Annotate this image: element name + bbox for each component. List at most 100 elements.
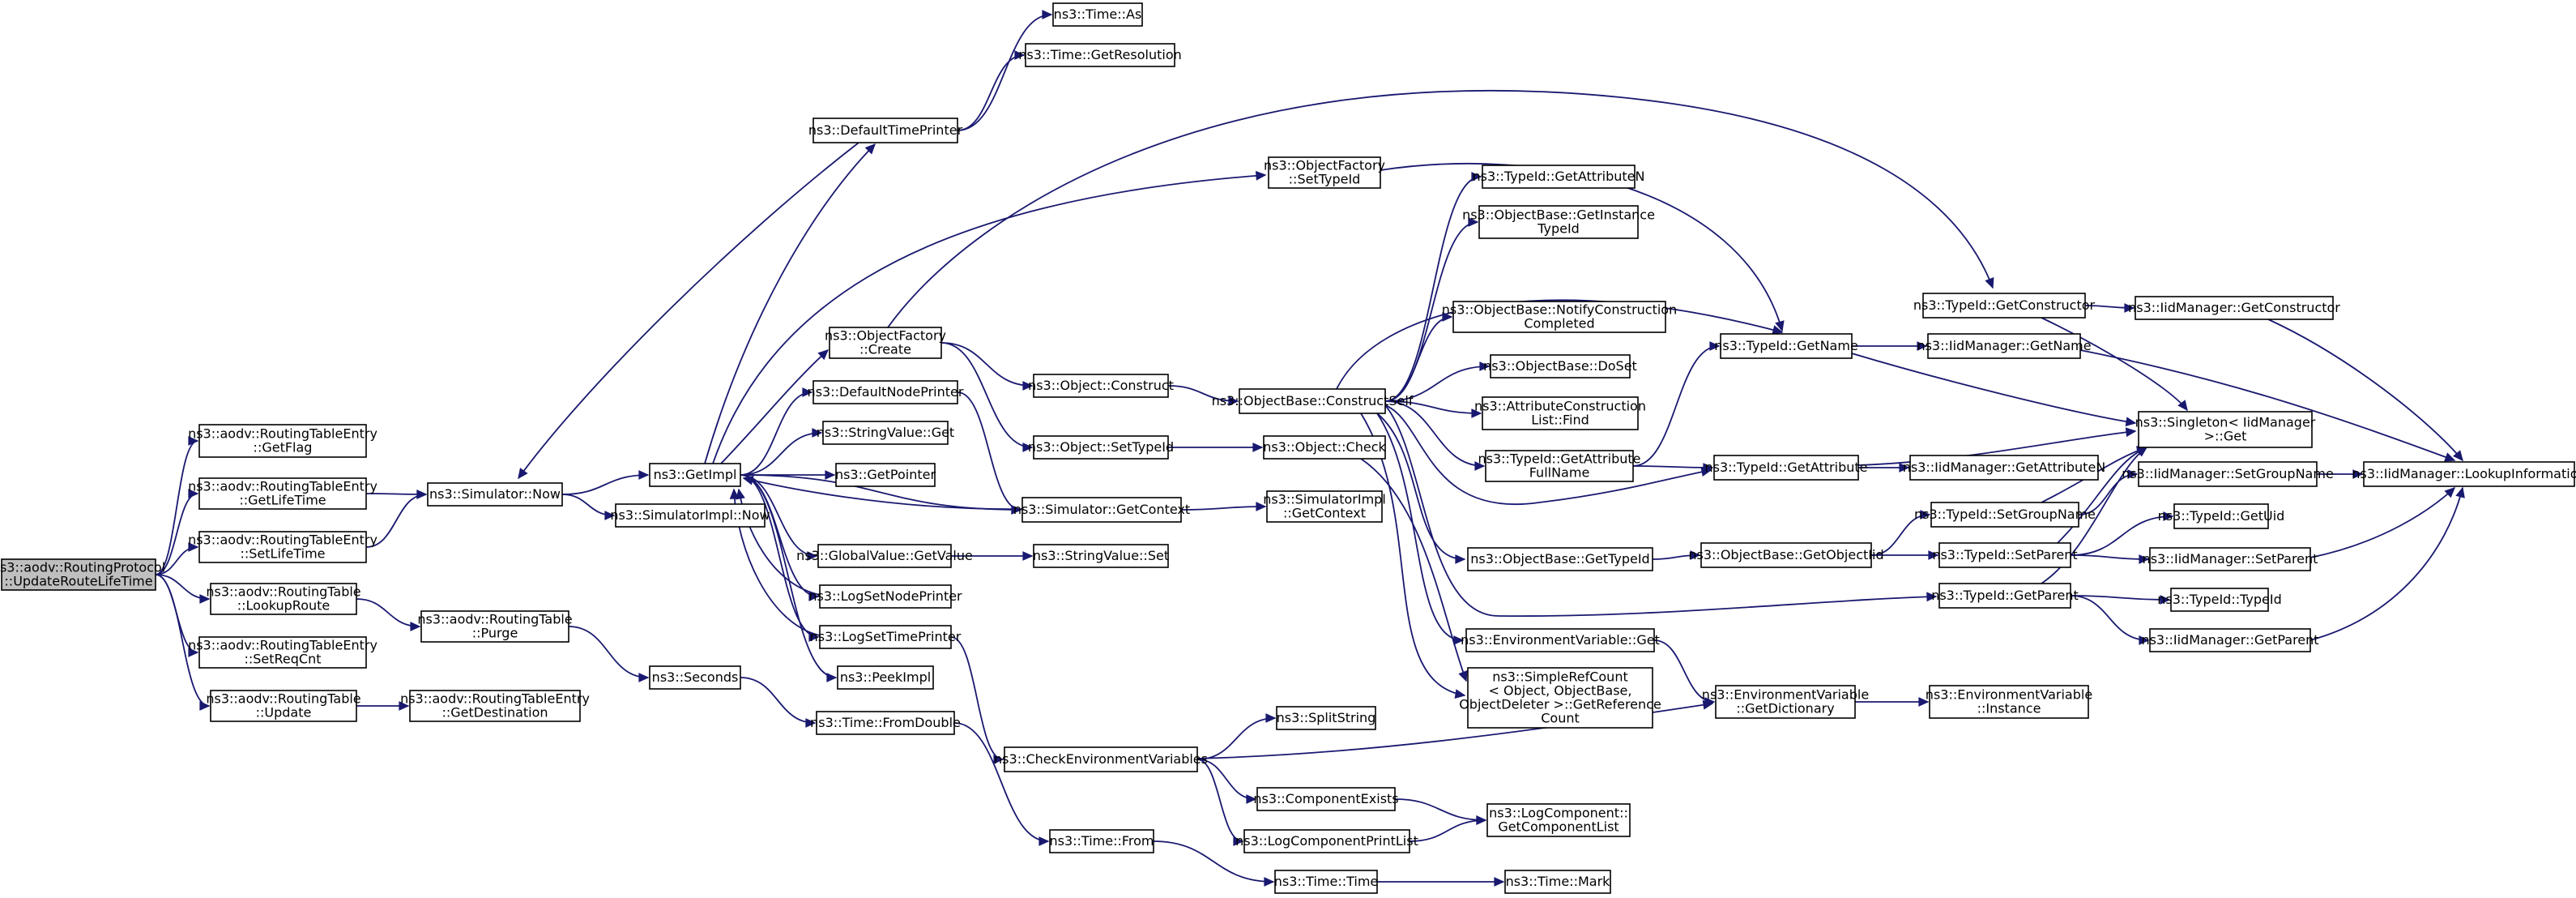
node-box — [1239, 388, 1386, 414]
node-label: ns3::aodv::RoutingTable — [206, 584, 360, 599]
node-label: ::GetDictionary — [1736, 700, 1834, 716]
node-typeidgetparent[interactable]: ns3::TypeId::GetParent — [1931, 583, 2079, 609]
node-purge[interactable]: ns3::aodv::RoutingTable::Purge — [417, 610, 573, 643]
arrowhead-icon — [1228, 396, 1239, 406]
edge-line — [1384, 404, 1712, 505]
node-iidmgrgetparent[interactable]: ns3::IidManager::GetParent — [2141, 628, 2319, 652]
node-objbasegetobjectiid[interactable]: ns3::ObjectBase::GetObjectIid — [1688, 542, 1884, 568]
node-timemark[interactable]: ns3::Time::Mark — [1504, 870, 1611, 894]
node-iidmgrsetparent[interactable]: ns3::IidManager::SetParent — [2143, 547, 2318, 571]
node-iidmgrsetgroupname[interactable]: ns3::IidManager::SetGroupName — [2122, 461, 2334, 487]
node-label: ns3::ObjectBase::GetInstance — [1462, 207, 1655, 222]
node-typeidtypeid[interactable]: ns3::TypeId::TypeId — [2157, 588, 2282, 612]
node-timefrom[interactable]: ns3::Time::From — [1049, 829, 1154, 853]
node-box — [1452, 301, 1666, 333]
node-componentexists[interactable]: ns3::ComponentExists — [1253, 787, 1399, 811]
node-typeidsetparent[interactable]: ns3::TypeId::SetParent — [1932, 542, 2078, 568]
node-globalvalueget[interactable]: ns3::GlobalValue::GetValue — [796, 544, 973, 568]
node-constructself[interactable]: ns3::ObjectBase::ConstructSelf — [1212, 388, 1414, 414]
node-objfactorycreate[interactable]: ns3::ObjectFactory::Create — [825, 327, 946, 359]
node-simimplgetcontext[interactable]: ns3::SimulatorImpl::GetContext — [1263, 490, 1386, 523]
node-typeidgetattr[interactable]: ns3::TypeId::GetAttribute — [1704, 455, 1868, 481]
arrowhead-icon — [1926, 592, 1938, 602]
node-envvarinstance[interactable]: ns3::EnvironmentVariable::Instance — [1926, 685, 2092, 719]
node-label: ns3::ObjectBase::GetTypeId — [1470, 551, 1649, 567]
node-seconds[interactable]: ns3::Seconds — [649, 665, 741, 690]
edge-root-to-lookuproute — [155, 574, 211, 604]
node-singletonget[interactable]: ns3::Singleton< IidManager>::Get — [2135, 411, 2316, 448]
node-box — [1478, 205, 1639, 239]
node-objsettypeid[interactable]: ns3::Object::SetTypeId — [1028, 435, 1174, 460]
node-setreqcnt[interactable]: ns3::aodv::RoutingTableEntry::SetReqCnt — [188, 636, 377, 669]
node-getflag[interactable]: ns3::aodv::RoutingTableEntry::GetFlag — [188, 424, 377, 458]
node-objcheck[interactable]: ns3::Object::Check — [1263, 435, 1387, 460]
node-timegetres[interactable]: ns3::Time::GetResolution — [1018, 43, 1182, 67]
node-logcomponentprintlist[interactable]: ns3::LogComponentPrintList — [1235, 829, 1418, 853]
node-iidmgrgetname[interactable]: ns3::IidManager::GetName — [1917, 333, 2092, 359]
edge-setlifetime-to-simnow — [365, 490, 428, 548]
node-objbasedoset[interactable]: ns3::ObjectBase::DoSet — [1483, 354, 1637, 378]
arrowhead-icon — [2455, 486, 2465, 498]
node-envvarget[interactable]: ns3::EnvironmentVariable::Get — [1461, 628, 1660, 652]
node-timefromdouble[interactable]: ns3::Time::FromDouble — [810, 711, 961, 735]
node-typeidsetgroupname[interactable]: ns3::TypeId::SetGroupName — [1914, 502, 2096, 528]
node-label: GetComponentList — [1498, 819, 1619, 834]
node-setlifetime[interactable]: ns3::aodv::RoutingTableEntry::SetLifeTim… — [188, 531, 377, 563]
node-peekimpl[interactable]: ns3::PeekImpl — [837, 665, 934, 690]
node-label: ::Purge — [472, 625, 518, 640]
node-logsettimeprinter[interactable]: ns3::LogSetTimePrinter — [810, 625, 962, 649]
node-envvargetdict[interactable]: ns3::EnvironmentVariable::GetDictionary — [1702, 685, 1869, 719]
node-typeidgetname[interactable]: ns3::TypeId::GetName — [1714, 333, 1858, 359]
node-logcompgetlist[interactable]: ns3::LogComponent::GetComponentList — [1486, 803, 1631, 837]
node-getdest[interactable]: ns3::aodv::RoutingTableEntry::GetDestina… — [400, 690, 590, 722]
node-simplerefcount[interactable]: ns3::SimpleRefCount< Object, ObjectBase,… — [1459, 667, 1661, 729]
node-notifyconstruction[interactable]: ns3::ObjectBase::NotifyConstructionCompl… — [1442, 301, 1677, 333]
node-iidmgrgetattrn[interactable]: ns3::IidManager::GetAttributeN — [1903, 455, 2106, 481]
node-update[interactable]: ns3::aodv::RoutingTable::Update — [206, 690, 361, 722]
node-timetime[interactable]: ns3::Time::Time — [1274, 870, 1379, 894]
node-objfactorysettypeid[interactable]: ns3::ObjectFactory::SetTypeId — [1264, 156, 1385, 189]
node-simgetcontext[interactable]: ns3::Simulator::GetContext — [1013, 497, 1190, 523]
node-lookuproute[interactable]: ns3::aodv::RoutingTable::LookupRoute — [206, 583, 361, 615]
node-typeidgetattrn[interactable]: ns3::TypeId::GetAttributeN — [1473, 165, 1645, 189]
node-iidmgrlookupinfo[interactable]: ns3::IidManager::LookupInformation — [2352, 461, 2576, 487]
node-box — [198, 477, 367, 510]
node-checkenv[interactable]: ns3::CheckEnvironmentVariables — [994, 746, 1208, 772]
edge-constructself-to-envvarget — [1376, 413, 1465, 645]
node-splitstring[interactable]: ns3::SplitString — [1276, 706, 1376, 730]
node-getimpl[interactable]: ns3::GetImpl — [649, 463, 741, 487]
arrowhead-icon — [2127, 469, 2139, 479]
edge-checkenv-to-componentexists — [1196, 759, 1257, 804]
node-getlifetime[interactable]: ns3::aodv::RoutingTableEntry::GetLifeTim… — [188, 477, 377, 510]
node-defaultnodeprinter[interactable]: ns3::DefaultNodePrinter — [808, 380, 964, 404]
node-objconstruct[interactable]: ns3::Object::Construct — [1028, 374, 1174, 398]
edge-logsettimeprinter-to-checkenv — [950, 636, 1004, 764]
arrowhead-icon — [802, 387, 813, 397]
edge-line — [568, 626, 649, 678]
node-stringvalueset[interactable]: ns3::StringValue::Set — [1033, 544, 1169, 568]
node-label: ns3::LogComponentPrintList — [1235, 833, 1418, 849]
node-simimplnow[interactable]: ns3::SimulatorImpl::Now — [610, 503, 770, 528]
node-typeidgetconstructor[interactable]: ns3::TypeId::GetConstructor — [1913, 293, 2096, 319]
node-label: ns3::aodv::RoutingTableEntry — [188, 637, 377, 652]
edge-line — [1180, 506, 1266, 511]
node-simnow[interactable]: ns3::Simulator::Now — [427, 482, 563, 507]
node-typeidgetuid[interactable]: ns3::TypeId::GetUid — [2158, 503, 2285, 529]
node-defaulttimeprinter[interactable]: ns3::DefaultTimePrinter — [808, 118, 963, 143]
arrowhead-icon — [2163, 511, 2174, 521]
node-objbasegettypeid[interactable]: ns3::ObjectBase::GetTypeId — [1467, 547, 1653, 571]
node-root[interactable]: ns3::aodv::RoutingProtocol::UpdateRouteL… — [0, 558, 165, 591]
node-logsetnodeprinter[interactable]: ns3::LogSetNodePrinter — [808, 584, 962, 609]
node-stringvalueget[interactable]: ns3::StringValue::Get — [817, 421, 954, 445]
edge-line — [740, 432, 822, 476]
node-getpointer[interactable]: ns3::GetPointer — [835, 463, 936, 487]
node-iidmgrgetconstructor[interactable]: ns3::IidManager::GetConstructor — [2128, 296, 2340, 320]
node-box — [2173, 503, 2269, 529]
node-timeas[interactable]: ns3::Time::As — [1052, 2, 1143, 27]
node-box — [198, 424, 367, 458]
edge-line — [740, 677, 816, 724]
edge-constructself-to-typeidgetparent — [1384, 404, 1938, 618]
